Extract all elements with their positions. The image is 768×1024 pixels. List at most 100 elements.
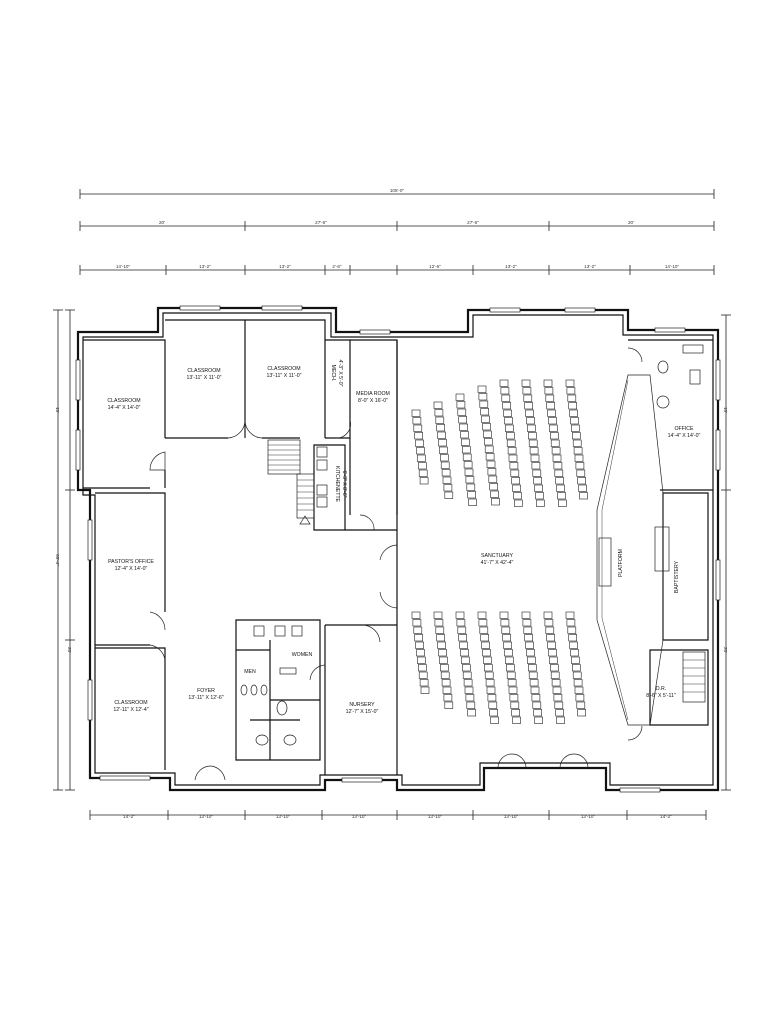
pew-seat: [551, 447, 561, 455]
pew-seat: [545, 626, 555, 634]
room-size: 12'-7" X 15'-0": [346, 709, 379, 715]
pew-seat: [468, 498, 477, 506]
pew-seat: [458, 634, 468, 642]
pew-seat: [461, 664, 471, 672]
pew-seat: [576, 701, 586, 709]
dimension-label: 27'-6": [315, 220, 327, 225]
doors: [149, 347, 643, 781]
pew-seat: [460, 431, 469, 439]
pew-seat: [478, 393, 488, 401]
pew-seat: [501, 626, 511, 634]
dimension-label: 14'-2": [123, 814, 135, 819]
pew-seat: [531, 462, 541, 470]
pew-seat: [481, 415, 490, 423]
pew-seat: [557, 492, 566, 500]
dimension-label: 13'-10": [352, 814, 367, 819]
pew-seat: [482, 649, 491, 657]
pew-seat: [522, 619, 532, 627]
room-size: 8'-6" X 5'-11": [646, 693, 676, 699]
room-size: 12'-4" X 14'-0": [115, 566, 148, 572]
pew-seat: [558, 499, 567, 507]
pew-seat: [433, 401, 443, 409]
pew-seat: [565, 611, 575, 619]
pew-seat: [513, 492, 522, 500]
dimension-label: 14'-2": [660, 814, 672, 819]
pew-seat: [491, 498, 500, 506]
pew-seat: [444, 491, 454, 499]
pew-seat: [534, 716, 543, 724]
pew-seat: [462, 453, 472, 461]
pew-seat: [417, 656, 426, 664]
exterior-walls: [76, 306, 720, 792]
pew-seat: [570, 417, 579, 425]
pew-seat: [435, 626, 445, 634]
pew-seat: [504, 649, 513, 657]
pew-seat: [434, 619, 444, 627]
pew-seat: [526, 649, 535, 657]
pew-seat: [511, 477, 521, 485]
pew-seat: [565, 379, 575, 387]
pew-seat: [549, 432, 559, 440]
pew-seat: [521, 379, 531, 387]
room-size: 14'-4" X 14'-0": [108, 405, 141, 411]
pew-seat: [552, 686, 562, 694]
pew-seat: [480, 408, 490, 416]
pew-seat: [483, 664, 493, 672]
pew-seat: [433, 611, 443, 619]
dimension-label: 20': [159, 220, 165, 225]
pew-seat: [465, 476, 475, 484]
room-size: 13'-11" X 11'-0": [267, 373, 302, 379]
pew-seat: [413, 626, 423, 634]
pew-seat: [467, 491, 477, 499]
pew-seat: [413, 424, 423, 432]
pew-seat: [477, 611, 487, 619]
pew-seat: [573, 447, 583, 455]
pew-seat: [488, 701, 498, 709]
pew-seat: [554, 469, 564, 477]
pew-seat: [499, 611, 509, 619]
pew-seat: [503, 641, 512, 649]
room-size: 6'-3" X 8'-6": [341, 470, 347, 497]
pew-seat: [555, 709, 565, 717]
pew-seat: [441, 469, 451, 477]
room-size: 13'-11" X 11'-0": [187, 375, 222, 381]
pew-seat: [415, 439, 424, 447]
pew-seat: [416, 649, 425, 657]
pew-seat: [461, 446, 471, 454]
pew-seat: [547, 409, 556, 417]
pew-seat: [571, 656, 580, 664]
pew-seat: [509, 462, 519, 470]
pew-seat: [417, 664, 427, 672]
windows: [75, 305, 721, 793]
pew-seat: [484, 445, 494, 453]
pew-seat: [573, 679, 583, 687]
pew-seat: [527, 432, 537, 440]
room-size: 12'-11" X 12'-4": [113, 707, 148, 713]
pew-seat: [507, 679, 517, 687]
dimension-label: 2'-6": [332, 264, 342, 269]
pew-seat: [569, 641, 578, 649]
pew-seat: [567, 626, 577, 634]
dimension-label: 15': [723, 407, 728, 413]
room-size: 41'-7" X 42'-4": [481, 560, 514, 566]
pew-seat: [412, 417, 422, 425]
room-labels: CLASSROOM 14'-4" X 14'-0" CLASSROOM 13'-…: [107, 359, 700, 715]
pew-seat: [527, 664, 537, 672]
pew-seat: [477, 385, 487, 393]
dimension-label: 20': [723, 647, 728, 653]
pew-seat: [514, 499, 523, 507]
pew-seat: [462, 671, 472, 679]
pew-seat: [549, 656, 558, 664]
pew-seat: [490, 716, 499, 724]
pew-seat: [531, 694, 541, 702]
pew-seat: [544, 619, 554, 627]
pew-seat: [467, 709, 477, 717]
pew-seat: [524, 402, 534, 410]
pew-seat: [530, 454, 540, 462]
pew-seat: [548, 417, 557, 425]
pew-seat: [434, 409, 444, 417]
fixtures: [240, 344, 704, 746]
pew-seat: [436, 634, 446, 642]
dimension-label: 65'-4": [55, 554, 60, 566]
pew-seat: [544, 387, 554, 395]
